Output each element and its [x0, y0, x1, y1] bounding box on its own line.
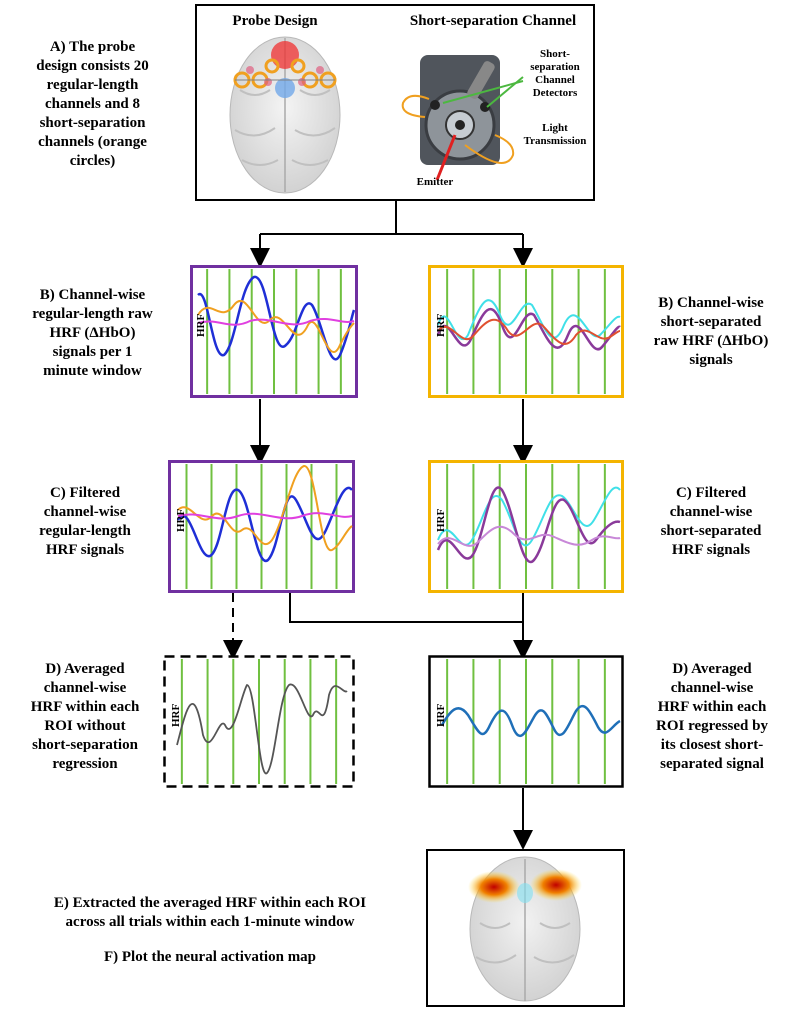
filtered-regular-hrf-panel: HRF: [168, 460, 355, 593]
short-separation-photo: [401, 55, 524, 181]
label-b-left: B) Channel-wise regular-length raw HRF (…: [32, 287, 153, 379]
label-f-plot: F) Plot the neural activation map: [103, 949, 317, 965]
probe-design-title: Probe Design: [232, 13, 318, 29]
callout-detectors: Short- separation Channel Detectors: [530, 48, 580, 99]
callout-emitter: Emitter: [416, 176, 454, 188]
hrf-axis-label: HRF: [175, 509, 187, 533]
label-d-right: D) Averaged channel-wise HRF within each…: [656, 661, 768, 772]
hrf-axis-label: HRF: [435, 704, 447, 728]
label-c-left: C) Filtered channel-wise regular-length …: [39, 485, 131, 558]
activation-brain-image: [468, 856, 582, 1002]
short-separation-title: Short-separation Channel: [409, 13, 577, 29]
averaged-no-regression-panel: HRF: [163, 655, 355, 788]
filtered-short-hrf-panel: HRF: [428, 460, 624, 593]
raw-regular-hrf-panel: HRF: [190, 265, 358, 398]
callout-light-transmission: Light Transmission: [523, 122, 587, 147]
activation-map-panel: [426, 849, 625, 1007]
raw-short-hrf-panel: HRF: [428, 265, 624, 398]
hrf-axis-label: HRF: [435, 509, 447, 533]
label-c-right: C) Filtered channel-wise short-separated…: [660, 485, 762, 558]
label-e-extract: E) Extracted the averaged HRF within eac…: [53, 895, 367, 930]
averaged-regressed-panel: HRF: [428, 655, 624, 788]
label-a-probe-design: A) The probe design consists 20 regular-…: [36, 39, 149, 169]
hrf-axis-label: HRF: [170, 704, 182, 728]
hrf-axis-label: HRF: [435, 314, 447, 338]
hrf-axis-label: HRF: [195, 314, 207, 338]
top-panel: [195, 4, 595, 201]
label-d-left: D) Averaged channel-wise HRF within each…: [30, 661, 140, 772]
label-b-right: B) Channel-wise short-separated raw HRF …: [653, 295, 769, 368]
probe-brain-image: [229, 36, 341, 194]
